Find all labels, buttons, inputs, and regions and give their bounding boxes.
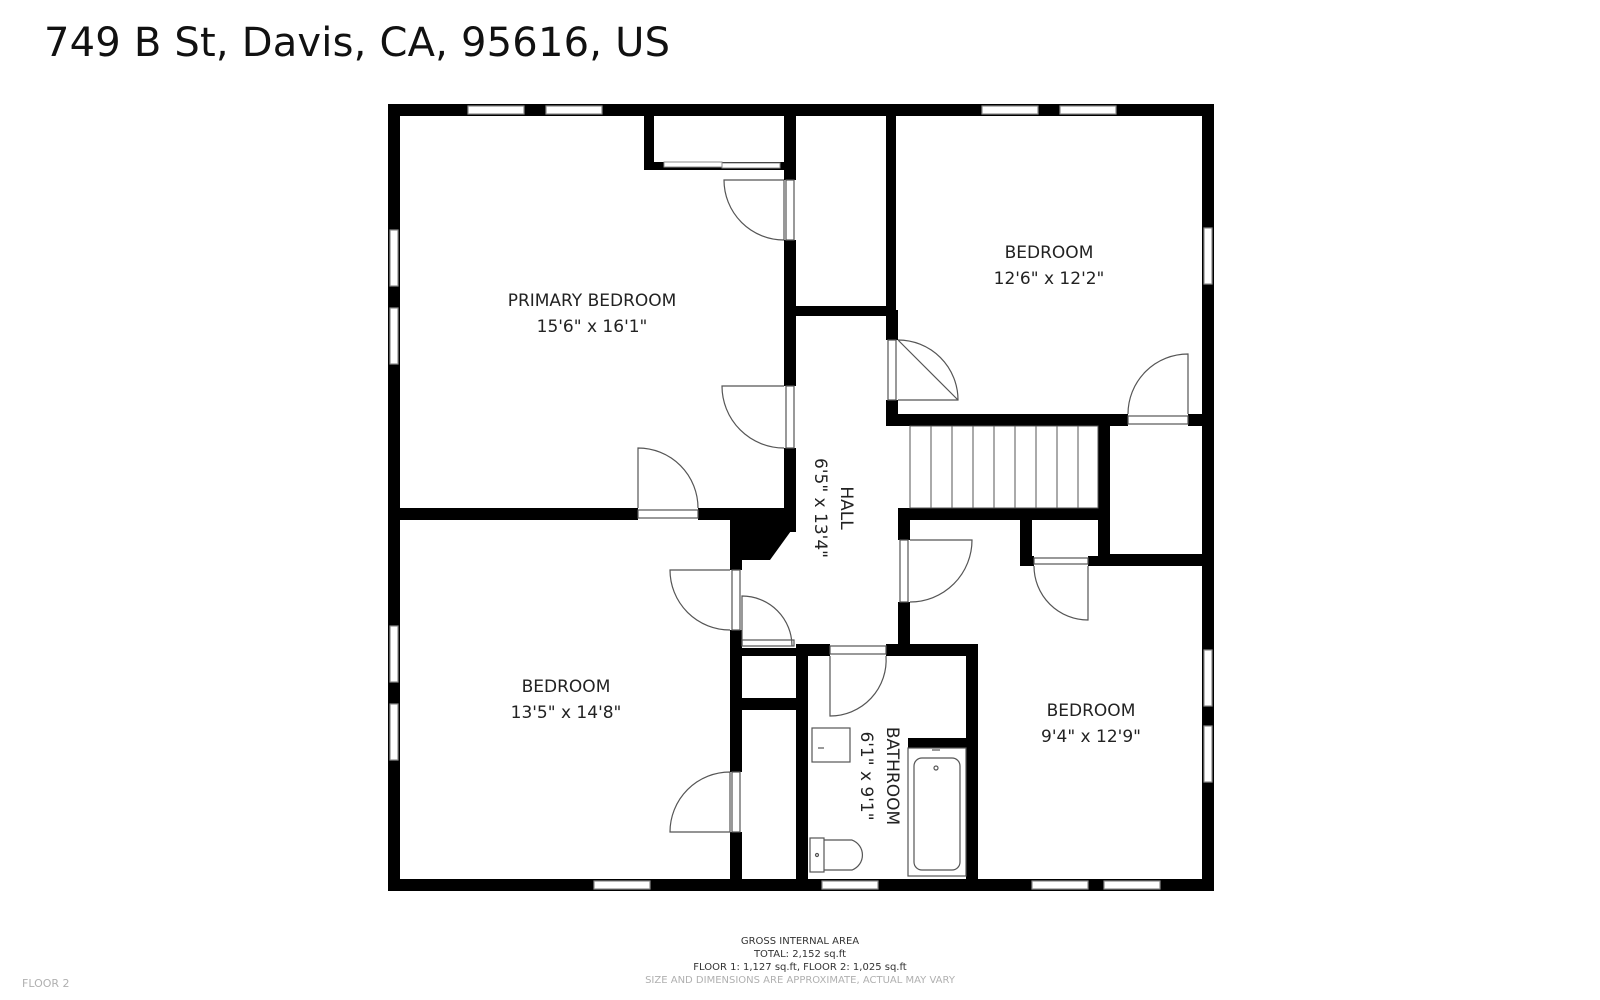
window-top-3 bbox=[981, 105, 1039, 115]
primary-bedroom-name: PRIMARY BEDROOM bbox=[508, 291, 677, 311]
bathtub-icon bbox=[907, 747, 967, 877]
bath-top-wall-a bbox=[796, 644, 830, 656]
small-closet-right bbox=[796, 648, 808, 879]
sw-bedroom-name: BEDROOM bbox=[522, 677, 611, 697]
door-sw-bedroom-lower bbox=[669, 771, 741, 833]
hall-name: HALL bbox=[836, 486, 856, 530]
door-linen bbox=[887, 339, 959, 401]
se-closet-bottom bbox=[1020, 556, 1034, 566]
window-top-2 bbox=[545, 105, 603, 115]
tub-top-wall bbox=[908, 738, 966, 748]
walls bbox=[388, 104, 1214, 891]
door-se-closet bbox=[1033, 557, 1089, 621]
stair-bottom-wall bbox=[898, 508, 1110, 520]
sw-bedroom-east-wall-a bbox=[730, 520, 742, 570]
hall-east-wall-lower-b bbox=[898, 602, 910, 644]
hall-east-wall-lower bbox=[898, 508, 910, 540]
ne-bedroom-south-wall bbox=[886, 414, 1128, 426]
gross-area-floors: FLOOR 1: 1,127 sq.ft, FLOOR 2: 1,025 sq.… bbox=[693, 962, 907, 973]
window-left-4 bbox=[389, 703, 399, 761]
primary-east-wall-mid bbox=[784, 240, 796, 386]
gross-area-total: TOTAL: 2,152 sq.ft bbox=[753, 949, 847, 960]
bath-east-wall bbox=[966, 644, 978, 879]
gross-area-summary: GROSS INTERNAL AREA TOTAL: 2,152 sq.ft F… bbox=[0, 935, 1600, 987]
sw-bedroom-east-wall-c bbox=[730, 832, 742, 879]
right-closet-bottom bbox=[1110, 554, 1202, 566]
exterior-wall-left bbox=[388, 104, 400, 891]
window-right-2 bbox=[1203, 649, 1213, 707]
gross-area-disclaimer: SIZE AND DIMENSIONS ARE APPROXIMATE, ACT… bbox=[645, 975, 955, 986]
window-top-1 bbox=[467, 105, 525, 115]
window-right-3 bbox=[1203, 725, 1213, 783]
hall-dims: 6'5" x 13'4" bbox=[810, 458, 830, 558]
hall-corner-block bbox=[730, 508, 796, 560]
staircase bbox=[909, 425, 1099, 509]
address-title: 749 B St, Davis, CA, 95616, US bbox=[44, 20, 671, 66]
primary-south-wall-b bbox=[698, 508, 732, 520]
window-right-1 bbox=[1203, 227, 1213, 285]
right-closet-left bbox=[1098, 508, 1110, 566]
se-closet-left bbox=[1020, 520, 1032, 566]
windows bbox=[389, 105, 1213, 890]
gross-area-title: GROSS INTERNAL AREA bbox=[740, 936, 860, 947]
door-primary-closet bbox=[723, 179, 795, 241]
linen-closet-bottom bbox=[796, 306, 892, 316]
ne-bedroom-dims: 12'6" x 12'2" bbox=[994, 269, 1105, 289]
bathroom-name: BATHROOM bbox=[882, 727, 902, 825]
door-se-bedroom bbox=[899, 539, 973, 603]
window-bottom-1 bbox=[593, 880, 651, 890]
bath-top-wall-b bbox=[886, 644, 978, 656]
door-sw-bedroom-upper bbox=[669, 569, 741, 631]
closet-sliding-door bbox=[663, 161, 781, 169]
window-left-2 bbox=[389, 307, 399, 365]
window-left-1 bbox=[389, 229, 399, 287]
small-closet-divider bbox=[742, 698, 804, 710]
stair-right-wall bbox=[1098, 426, 1110, 512]
door-bathroom bbox=[829, 645, 887, 717]
window-left-3 bbox=[389, 625, 399, 683]
window-bottom-3 bbox=[1031, 880, 1089, 890]
primary-south-wall-a bbox=[400, 508, 638, 520]
exterior-wall-bottom bbox=[388, 879, 1214, 891]
toilet-icon bbox=[809, 837, 864, 873]
ne-bedroom-name: BEDROOM bbox=[1005, 243, 1094, 263]
sw-bedroom-east-wall-b bbox=[730, 630, 742, 772]
small-closet-top bbox=[742, 648, 804, 656]
se-bedroom-name: BEDROOM bbox=[1047, 701, 1136, 721]
closet-wall-left bbox=[644, 116, 654, 168]
ne-bedroom-south-wall-b bbox=[1188, 414, 1202, 426]
bathroom-fixtures bbox=[809, 727, 967, 877]
door-sw-small-closet bbox=[741, 595, 795, 647]
linen-closet-right bbox=[886, 116, 896, 310]
primary-bedroom-dims: 15'6" x 16'1" bbox=[537, 317, 648, 337]
window-bottom-2 bbox=[821, 880, 879, 890]
door-primary-hall bbox=[721, 385, 795, 449]
doors bbox=[637, 179, 1189, 833]
se-closet-bottom-b bbox=[1088, 556, 1110, 566]
floor-label: FLOOR 2 bbox=[22, 977, 70, 990]
bathroom-dims: 6'1" x 9'1" bbox=[856, 731, 876, 820]
se-bedroom-dims: 9'4" x 12'9" bbox=[1041, 727, 1141, 747]
window-bottom-4 bbox=[1103, 880, 1161, 890]
room-labels: PRIMARY BEDROOM 15'6" x 16'1" BEDROOM 12… bbox=[508, 243, 1141, 825]
primary-east-wall-upper bbox=[784, 116, 796, 180]
window-top-4 bbox=[1059, 105, 1117, 115]
door-ne-closet bbox=[1127, 353, 1189, 425]
ne-bedroom-west-wall-a bbox=[886, 310, 898, 340]
door-primary-south bbox=[637, 447, 699, 519]
sw-bedroom-dims: 13'5" x 14'8" bbox=[511, 703, 622, 723]
sink-icon bbox=[811, 727, 851, 763]
